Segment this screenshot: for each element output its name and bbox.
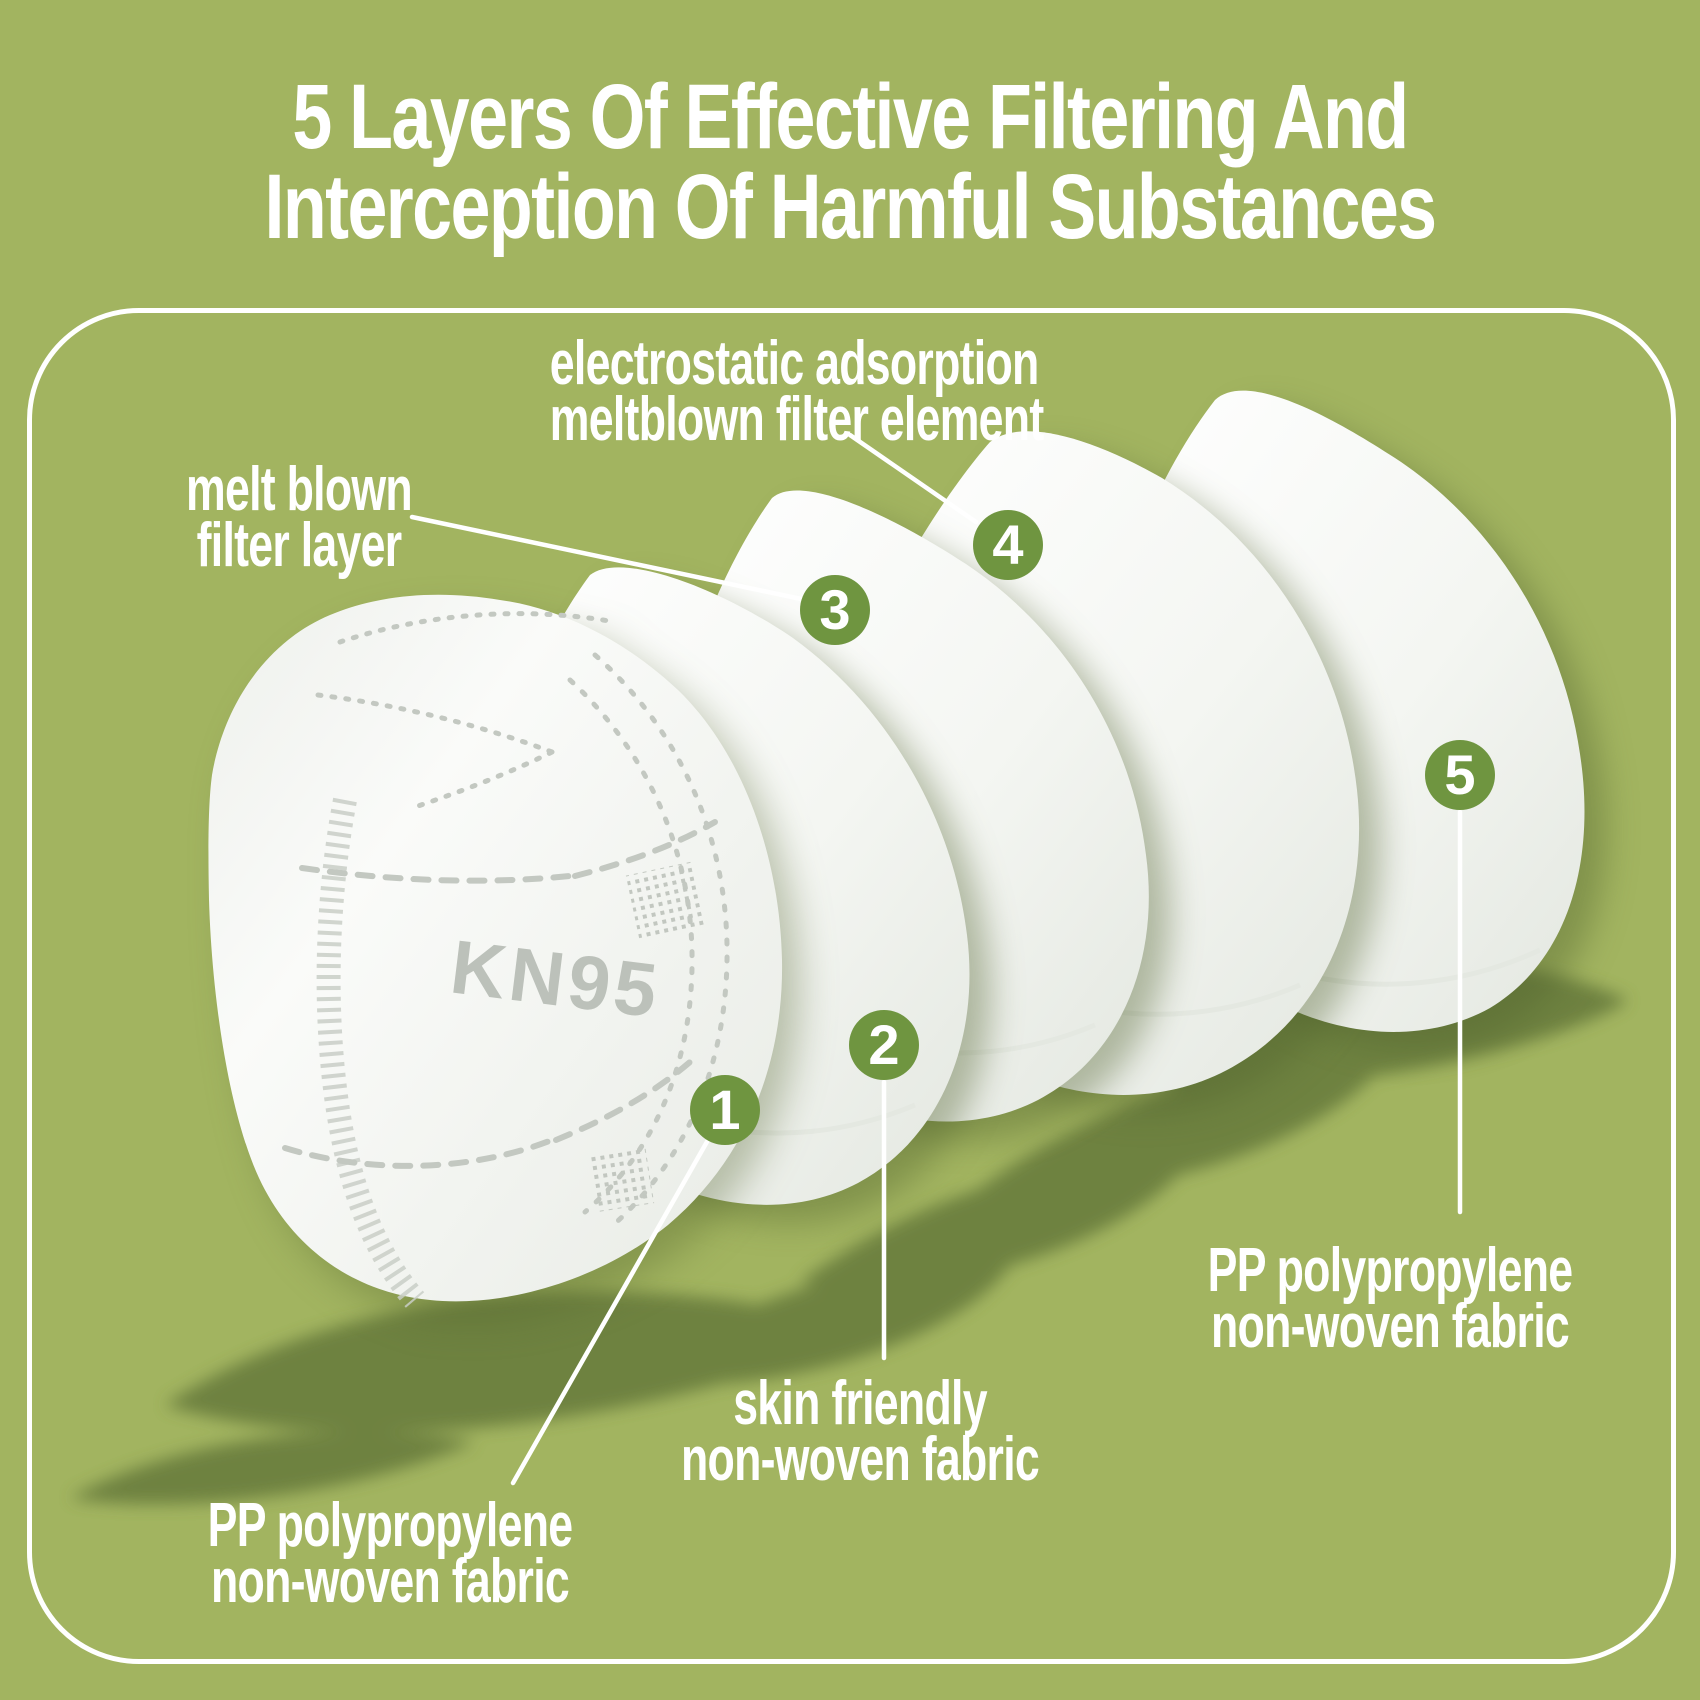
- layer-2-badge-number: 2: [868, 1013, 900, 1076]
- layer-4-badge: 4: [973, 510, 1043, 580]
- layer-3-badge-number: 3: [819, 578, 851, 641]
- layer-2-label-line2: non-woven fabric: [680, 1425, 1040, 1494]
- layer-1-label-line2: non-woven fabric: [210, 1547, 570, 1616]
- layer-4-label-line1: electrostatic adsorption: [549, 329, 1039, 398]
- leader-line-3: [409, 514, 809, 603]
- border-frame: [27, 308, 1676, 1664]
- title-line1: 5 Layers Of Effective Filtering And: [292, 66, 1409, 168]
- layer-1-badge-number: 1: [709, 1078, 741, 1141]
- layer-1-label-line1: PP polypropylene: [207, 1491, 573, 1560]
- layer-5-badge: 5: [1425, 740, 1495, 810]
- layer-3-label: melt blown filter layer: [76, 455, 522, 580]
- layer-4-label-line2: meltblown filter element: [549, 385, 1044, 454]
- layer-1-badge: 1: [690, 1075, 760, 1145]
- leader-lines: [409, 432, 1463, 1486]
- title-line2: Interception Of Harmful Substances: [264, 156, 1437, 258]
- layer-4-badge-number: 4: [992, 513, 1024, 576]
- layer-5-label: PP polypropylene non-woven fabric: [1167, 1236, 1613, 1361]
- layer-2-badge: 2: [849, 1010, 919, 1080]
- mask-layer-1-kn95: KN95: [208, 594, 783, 1308]
- leader-line-4: [847, 432, 979, 525]
- layer-5-label-line2: non-woven fabric: [1210, 1292, 1570, 1361]
- layer-5-label-line1: PP polypropylene: [1207, 1236, 1573, 1305]
- layer-2-label-line1: skin friendly: [733, 1369, 987, 1438]
- layer-3-label-line2: filter layer: [196, 511, 402, 580]
- layer-1-label: PP polypropylene non-woven fabric: [167, 1491, 613, 1616]
- layer-2-label: skin friendly non-woven fabric: [637, 1369, 1083, 1494]
- layer-3-badge: 3: [800, 575, 870, 645]
- page-title: 5 Layers Of Effective Filtering And Inte…: [187, 66, 1513, 258]
- leader-line-1: [510, 1137, 711, 1486]
- layer-5-badge-number: 5: [1444, 743, 1476, 806]
- layer-4-label: electrostatic adsorption meltblown filte…: [549, 329, 1044, 454]
- layer-3-label-line1: melt blown: [186, 455, 413, 524]
